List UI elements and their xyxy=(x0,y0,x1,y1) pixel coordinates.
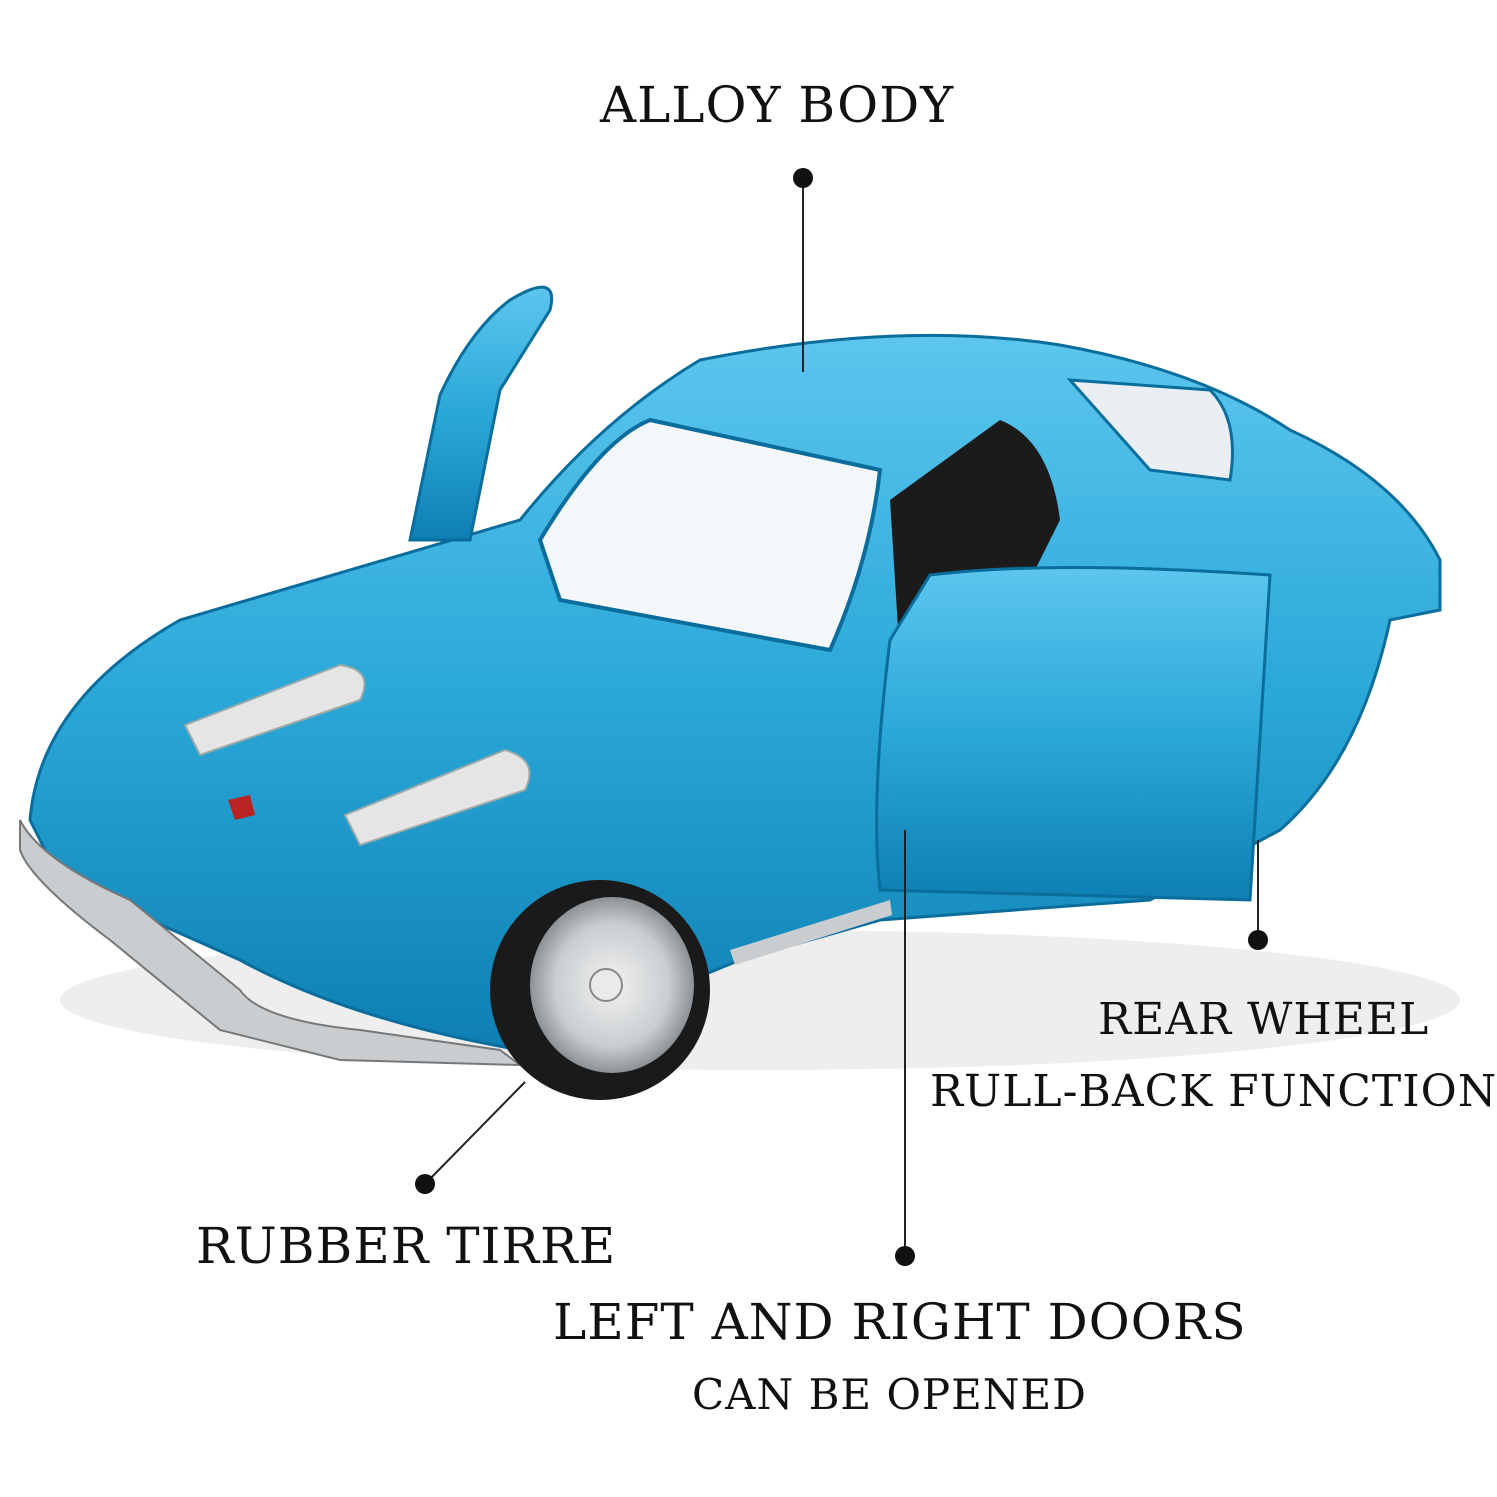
front-emblem xyxy=(228,795,255,820)
callout-rear-wheel-line1: REAR WHEEL xyxy=(1098,994,1430,1045)
callout-alloy-body: ALLOY BODY xyxy=(600,76,955,134)
rear-window xyxy=(1066,378,1234,482)
hood-vents xyxy=(183,663,531,847)
windshield xyxy=(537,417,883,653)
side-sill xyxy=(730,900,892,965)
callout-doors-line2: CAN BE OPENED xyxy=(692,1370,1087,1419)
callout-doors-line1: LEFT AND RIGHT DOORS xyxy=(553,1293,1247,1351)
front-wheel xyxy=(490,880,710,1100)
callout-rear-wheel-line2: RULL-BACK FUNCTION xyxy=(930,1066,1497,1117)
open-door-right xyxy=(875,566,1272,902)
open-door-left xyxy=(408,285,553,542)
front-bumper xyxy=(19,819,524,1067)
callout-rubber-tire: RUBBER TIRRE xyxy=(196,1217,617,1275)
callout-lines xyxy=(415,168,1268,1266)
